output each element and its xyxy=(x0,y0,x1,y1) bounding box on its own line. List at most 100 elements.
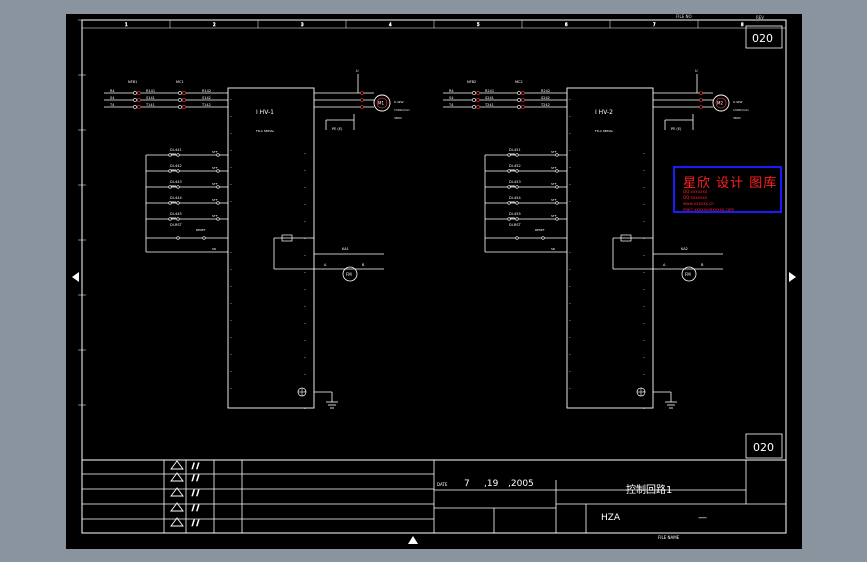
watermark-line: www.xxxxxx.cn xyxy=(683,201,714,206)
terminal-dot: · xyxy=(304,253,306,260)
motor-voltage: 380V xyxy=(394,116,403,120)
inverter-label: I HV-2 xyxy=(595,109,613,116)
contact-point xyxy=(176,236,180,240)
contactor-contact xyxy=(517,105,521,109)
input-label: STF xyxy=(551,198,557,202)
contact-point xyxy=(168,153,172,157)
date-label: DATE xyxy=(437,482,448,487)
contact-label: DI-451 xyxy=(509,148,521,152)
contact-point xyxy=(555,153,559,157)
watermark-line: QQ:xxxxxxx xyxy=(683,189,708,194)
line-label: S242 xyxy=(541,96,550,100)
input-label: STF xyxy=(212,166,218,170)
breaker-label: NFB1 xyxy=(128,80,137,84)
relay-label: KA2 xyxy=(681,247,688,251)
column-number: 2 xyxy=(213,22,216,27)
terminal-dot: · xyxy=(643,270,645,277)
terminal-dot: · xyxy=(569,131,571,138)
revision-triangle xyxy=(170,472,184,482)
relay-label: KA1 xyxy=(342,247,349,251)
contact-label: DI-444 xyxy=(170,196,182,200)
contact-point xyxy=(216,201,220,205)
terminal-dot: · xyxy=(230,250,232,257)
contact-point xyxy=(555,185,559,189)
revision-slashes: / / xyxy=(192,504,200,512)
terminal-dot: · xyxy=(569,199,571,206)
input-label: SD xyxy=(212,247,217,251)
terminal-dot: · xyxy=(304,389,306,396)
breaker-contact xyxy=(476,105,480,109)
contactor-contact xyxy=(178,98,182,102)
terminal-dot: · xyxy=(643,236,645,243)
motor-terminal xyxy=(699,91,703,95)
terminal-dot: · xyxy=(569,97,571,104)
contactor-contact xyxy=(521,98,525,102)
contact-label: DI-RST xyxy=(170,223,183,227)
contactor-contact xyxy=(517,98,521,102)
terminal-dot: · xyxy=(643,304,645,311)
title-block-grid xyxy=(81,459,787,534)
watermark-line: mail: xxxxxx@xxxxx.com xyxy=(683,207,735,212)
motor-inner xyxy=(715,97,727,109)
line-label: S141 xyxy=(146,96,155,100)
contact-point xyxy=(515,185,519,189)
terminal-dot: · xyxy=(643,219,645,226)
terminal-dot: · xyxy=(569,318,571,325)
watermark-line: QQ:xxxxxxx xyxy=(683,195,708,200)
contact-point xyxy=(176,201,180,205)
line-label: R4 xyxy=(110,89,115,93)
contactor-label: MC2 xyxy=(515,80,523,84)
contact-point xyxy=(507,169,511,173)
sheet-border xyxy=(81,19,787,534)
breaker-contact xyxy=(137,98,141,102)
motor-label: M2 xyxy=(717,101,723,106)
sheet-number-mid: 020 xyxy=(753,441,774,454)
contactor-label: MC1 xyxy=(176,80,184,84)
contact-label: RESET xyxy=(196,228,206,232)
breaker-contact xyxy=(133,98,137,102)
contact-point xyxy=(541,236,545,240)
terminal-dot: · xyxy=(643,355,645,362)
contactor-contact xyxy=(182,98,186,102)
terminal-label: PE (E) xyxy=(671,127,682,131)
contact-point xyxy=(168,185,172,189)
contact-label: DI-452 xyxy=(509,164,521,168)
contact-point xyxy=(515,153,519,157)
contact-point xyxy=(555,217,559,221)
terminal-dot: · xyxy=(643,253,645,260)
terminal-dot: · xyxy=(643,338,645,345)
breaker-contact xyxy=(472,98,476,102)
line-label: S241 xyxy=(485,96,494,100)
contact-label: DI-441 xyxy=(170,148,182,152)
terminal-dot: · xyxy=(304,304,306,311)
motor-rating: 0.4kW xyxy=(733,100,743,104)
revision-slashes: / / xyxy=(192,462,200,470)
terminal-dot: · xyxy=(569,369,571,376)
contact-label: DI-455 xyxy=(509,212,521,216)
contactor-contact xyxy=(521,91,525,95)
contactor-contact xyxy=(182,91,186,95)
terminal-dot: · xyxy=(569,301,571,308)
watermark-stamp: 星欣 设计 图库 QQ:xxxxxxx QQ:xxxxxxx www.xxxxx… xyxy=(673,166,782,213)
inverter-model: FR-A SERIAL xyxy=(595,129,614,133)
terminal-dot: · xyxy=(230,165,232,172)
input-label: STF xyxy=(212,150,218,154)
breaker-contact xyxy=(133,91,137,95)
terminal-label: B xyxy=(701,263,704,267)
terminal-dot: · xyxy=(643,287,645,294)
meter-symbol xyxy=(342,266,358,282)
column-number: 5 xyxy=(477,22,480,27)
contact-point xyxy=(515,201,519,205)
contact-point xyxy=(515,169,519,173)
contact-label: DI-453 xyxy=(509,180,521,184)
revision-triangle xyxy=(170,517,184,527)
column-number: 1 xyxy=(125,22,128,27)
breaker-contact xyxy=(133,105,137,109)
terminal-dot: · xyxy=(643,185,645,192)
line-label: R4 xyxy=(449,89,454,93)
bottom-nav-arrow xyxy=(408,536,418,544)
input-label: SD xyxy=(551,247,556,251)
